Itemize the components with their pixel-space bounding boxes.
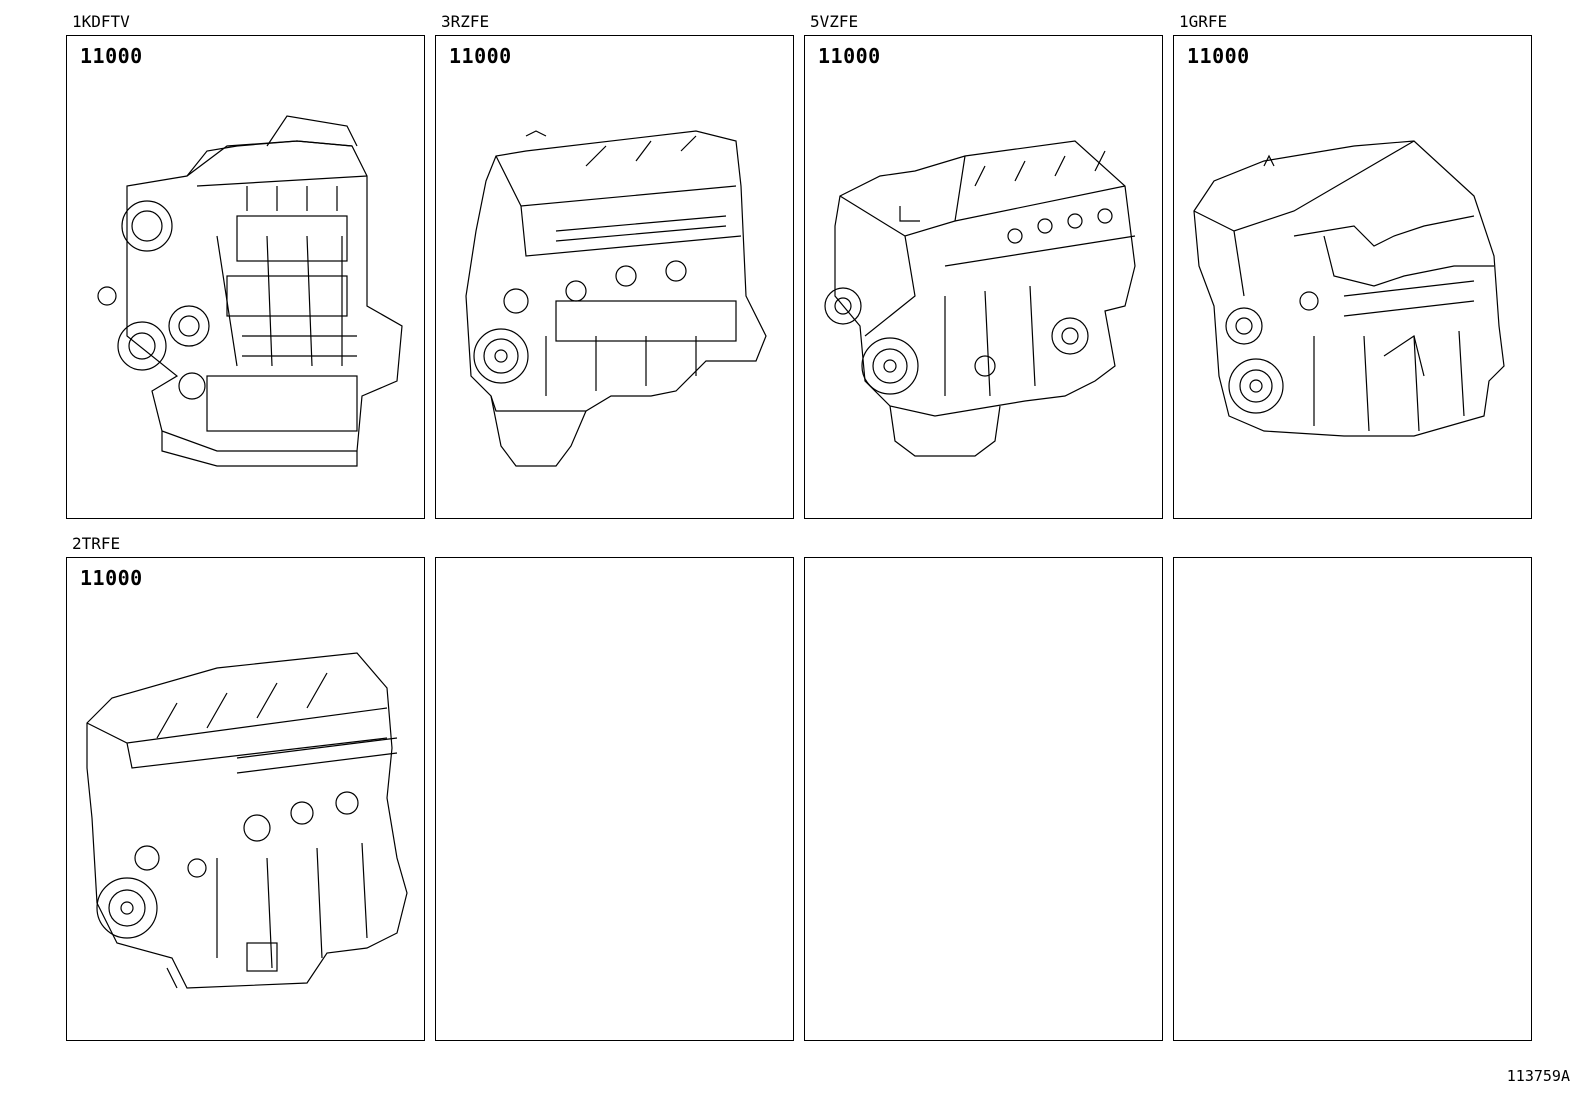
engine-label-1kdftv: 1KDFTV — [72, 12, 130, 31]
inline-four-engine-assembly-icon — [86, 652, 408, 989]
panel-1kdftv[interactable]: 11000 — [66, 35, 425, 519]
diesel-engine-assembly-icon — [97, 115, 403, 467]
v6-engine-assembly-icon — [1193, 140, 1505, 437]
engine-label-2trfe: 2TRFE — [72, 534, 121, 553]
engine-label-5vzfe: 5VZFE — [810, 12, 859, 31]
panel-1grfe[interactable]: 11000 — [1173, 35, 1532, 519]
panel-empty-3 — [1173, 557, 1532, 1041]
part-number[interactable]: 11000 — [80, 44, 143, 68]
part-number[interactable]: 11000 — [818, 44, 881, 68]
panel-3rzfe[interactable]: 11000 — [435, 35, 794, 519]
panel-2trfe[interactable]: 11000 — [66, 557, 425, 1041]
panel-empty-1 — [435, 557, 794, 1041]
part-number[interactable]: 11000 — [80, 566, 143, 590]
part-number[interactable]: 11000 — [1187, 44, 1250, 68]
engine-label-1grfe: 1GRFE — [1179, 12, 1228, 31]
part-number[interactable]: 11000 — [449, 44, 512, 68]
v6-engine-assembly-icon — [824, 140, 1136, 457]
panel-5vzfe[interactable]: 11000 — [804, 35, 1163, 519]
figure-id: 113759A — [1506, 1067, 1570, 1085]
panel-empty-2 — [804, 557, 1163, 1041]
inline-four-engine-assembly-icon — [465, 130, 767, 467]
engine-label-3rzfe: 3RZFE — [441, 12, 490, 31]
